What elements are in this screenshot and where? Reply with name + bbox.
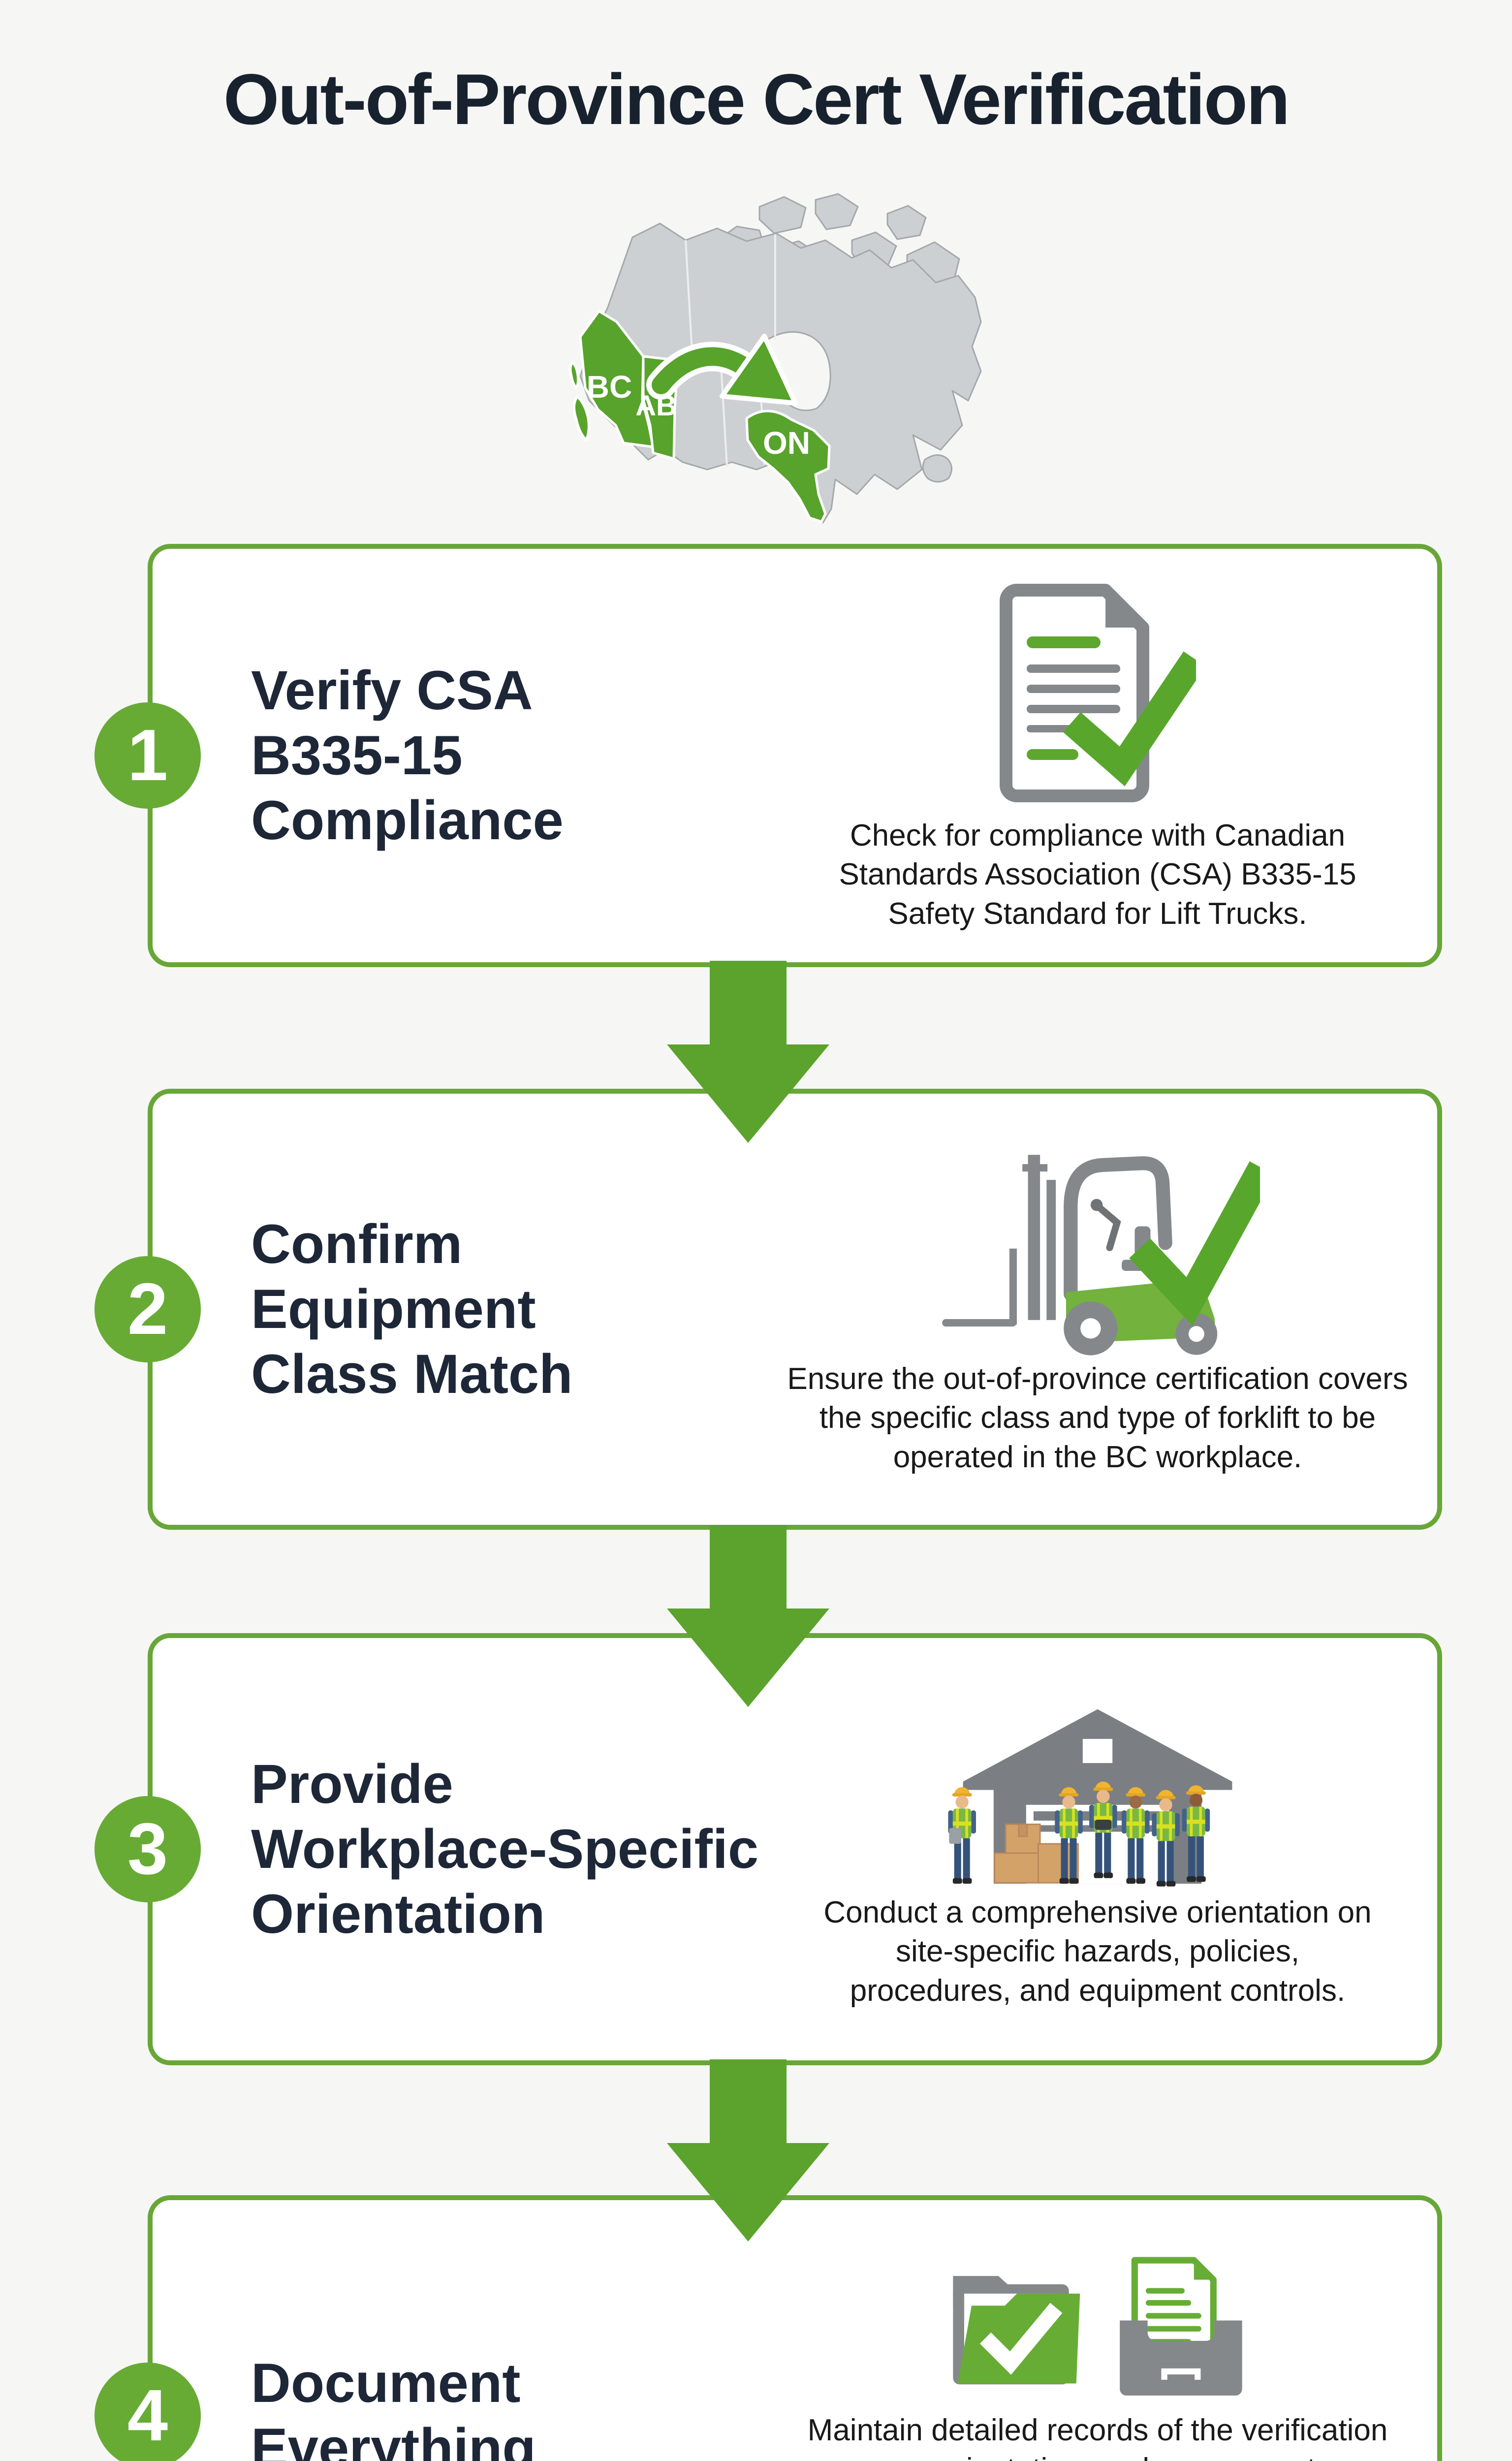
map-label-ab: AB	[635, 390, 677, 422]
step-description: Check for compliance with Canadian Stand…	[839, 819, 1356, 931]
folder-check-icon	[953, 2276, 1080, 2385]
step-description: Maintain detailed records of the verific…	[807, 2413, 1388, 2461]
checkmark	[1063, 651, 1206, 787]
document-check-icon	[999, 583, 1206, 807]
workers	[948, 1781, 1210, 1887]
step-description: Ensure the out-of-province certification…	[787, 1362, 1408, 1474]
map-label-on: ON	[763, 425, 810, 461]
step-title: Verify CSA B335-15 Compliance	[251, 659, 564, 852]
step-title: Document Everything	[251, 2352, 536, 2461]
flow-arrow-down-1	[667, 961, 829, 1143]
step-number-badge: 1	[94, 702, 201, 809]
flow-arrow-down-3	[667, 2059, 829, 2241]
canada-map-graphic: BC AB ON	[569, 193, 982, 524]
highlighted-provinces	[569, 310, 831, 523]
step-card-1: 1 Verify CSA B335-15 Compliance Check fo…	[94, 544, 1442, 967]
canada-map: BC AB ON	[568, 193, 982, 528]
inbox-document-icon	[1120, 2257, 1242, 2396]
checkmark	[979, 2303, 1063, 2375]
step-number-badge: 2	[94, 1256, 201, 1362]
step-title: Confirm Equipment Class Match	[251, 1213, 573, 1405]
transfer-arrow	[646, 334, 798, 406]
warehouse-orientation-icon	[935, 1680, 1260, 1896]
step-card-2: 2 Confirm Equipment Class Match	[94, 1089, 1442, 1530]
step-title: Provide Workplace-Specific Orientation	[251, 1753, 759, 1945]
step-number-badge: 3	[94, 1796, 201, 1902]
map-label-bc: BC	[587, 369, 632, 405]
step-card-3: 3 Provide Workplace-Specific Orientation	[94, 1633, 1442, 2065]
page-title: Out-of-Province Cert Verification	[223, 59, 1290, 139]
step-number-badge: 4	[94, 2362, 201, 2461]
step-card-4: 4 Document Everything	[94, 2195, 1442, 2461]
records-archive-icon	[940, 2245, 1255, 2405]
step-description: Conduct a comprehensive orientation on s…	[823, 1895, 1372, 2008]
forklift-check-icon	[935, 1137, 1275, 1358]
checkmark	[1129, 1161, 1275, 1326]
cardboard-boxes	[994, 1824, 1079, 1884]
flow-arrow-down-2	[667, 1525, 829, 1707]
